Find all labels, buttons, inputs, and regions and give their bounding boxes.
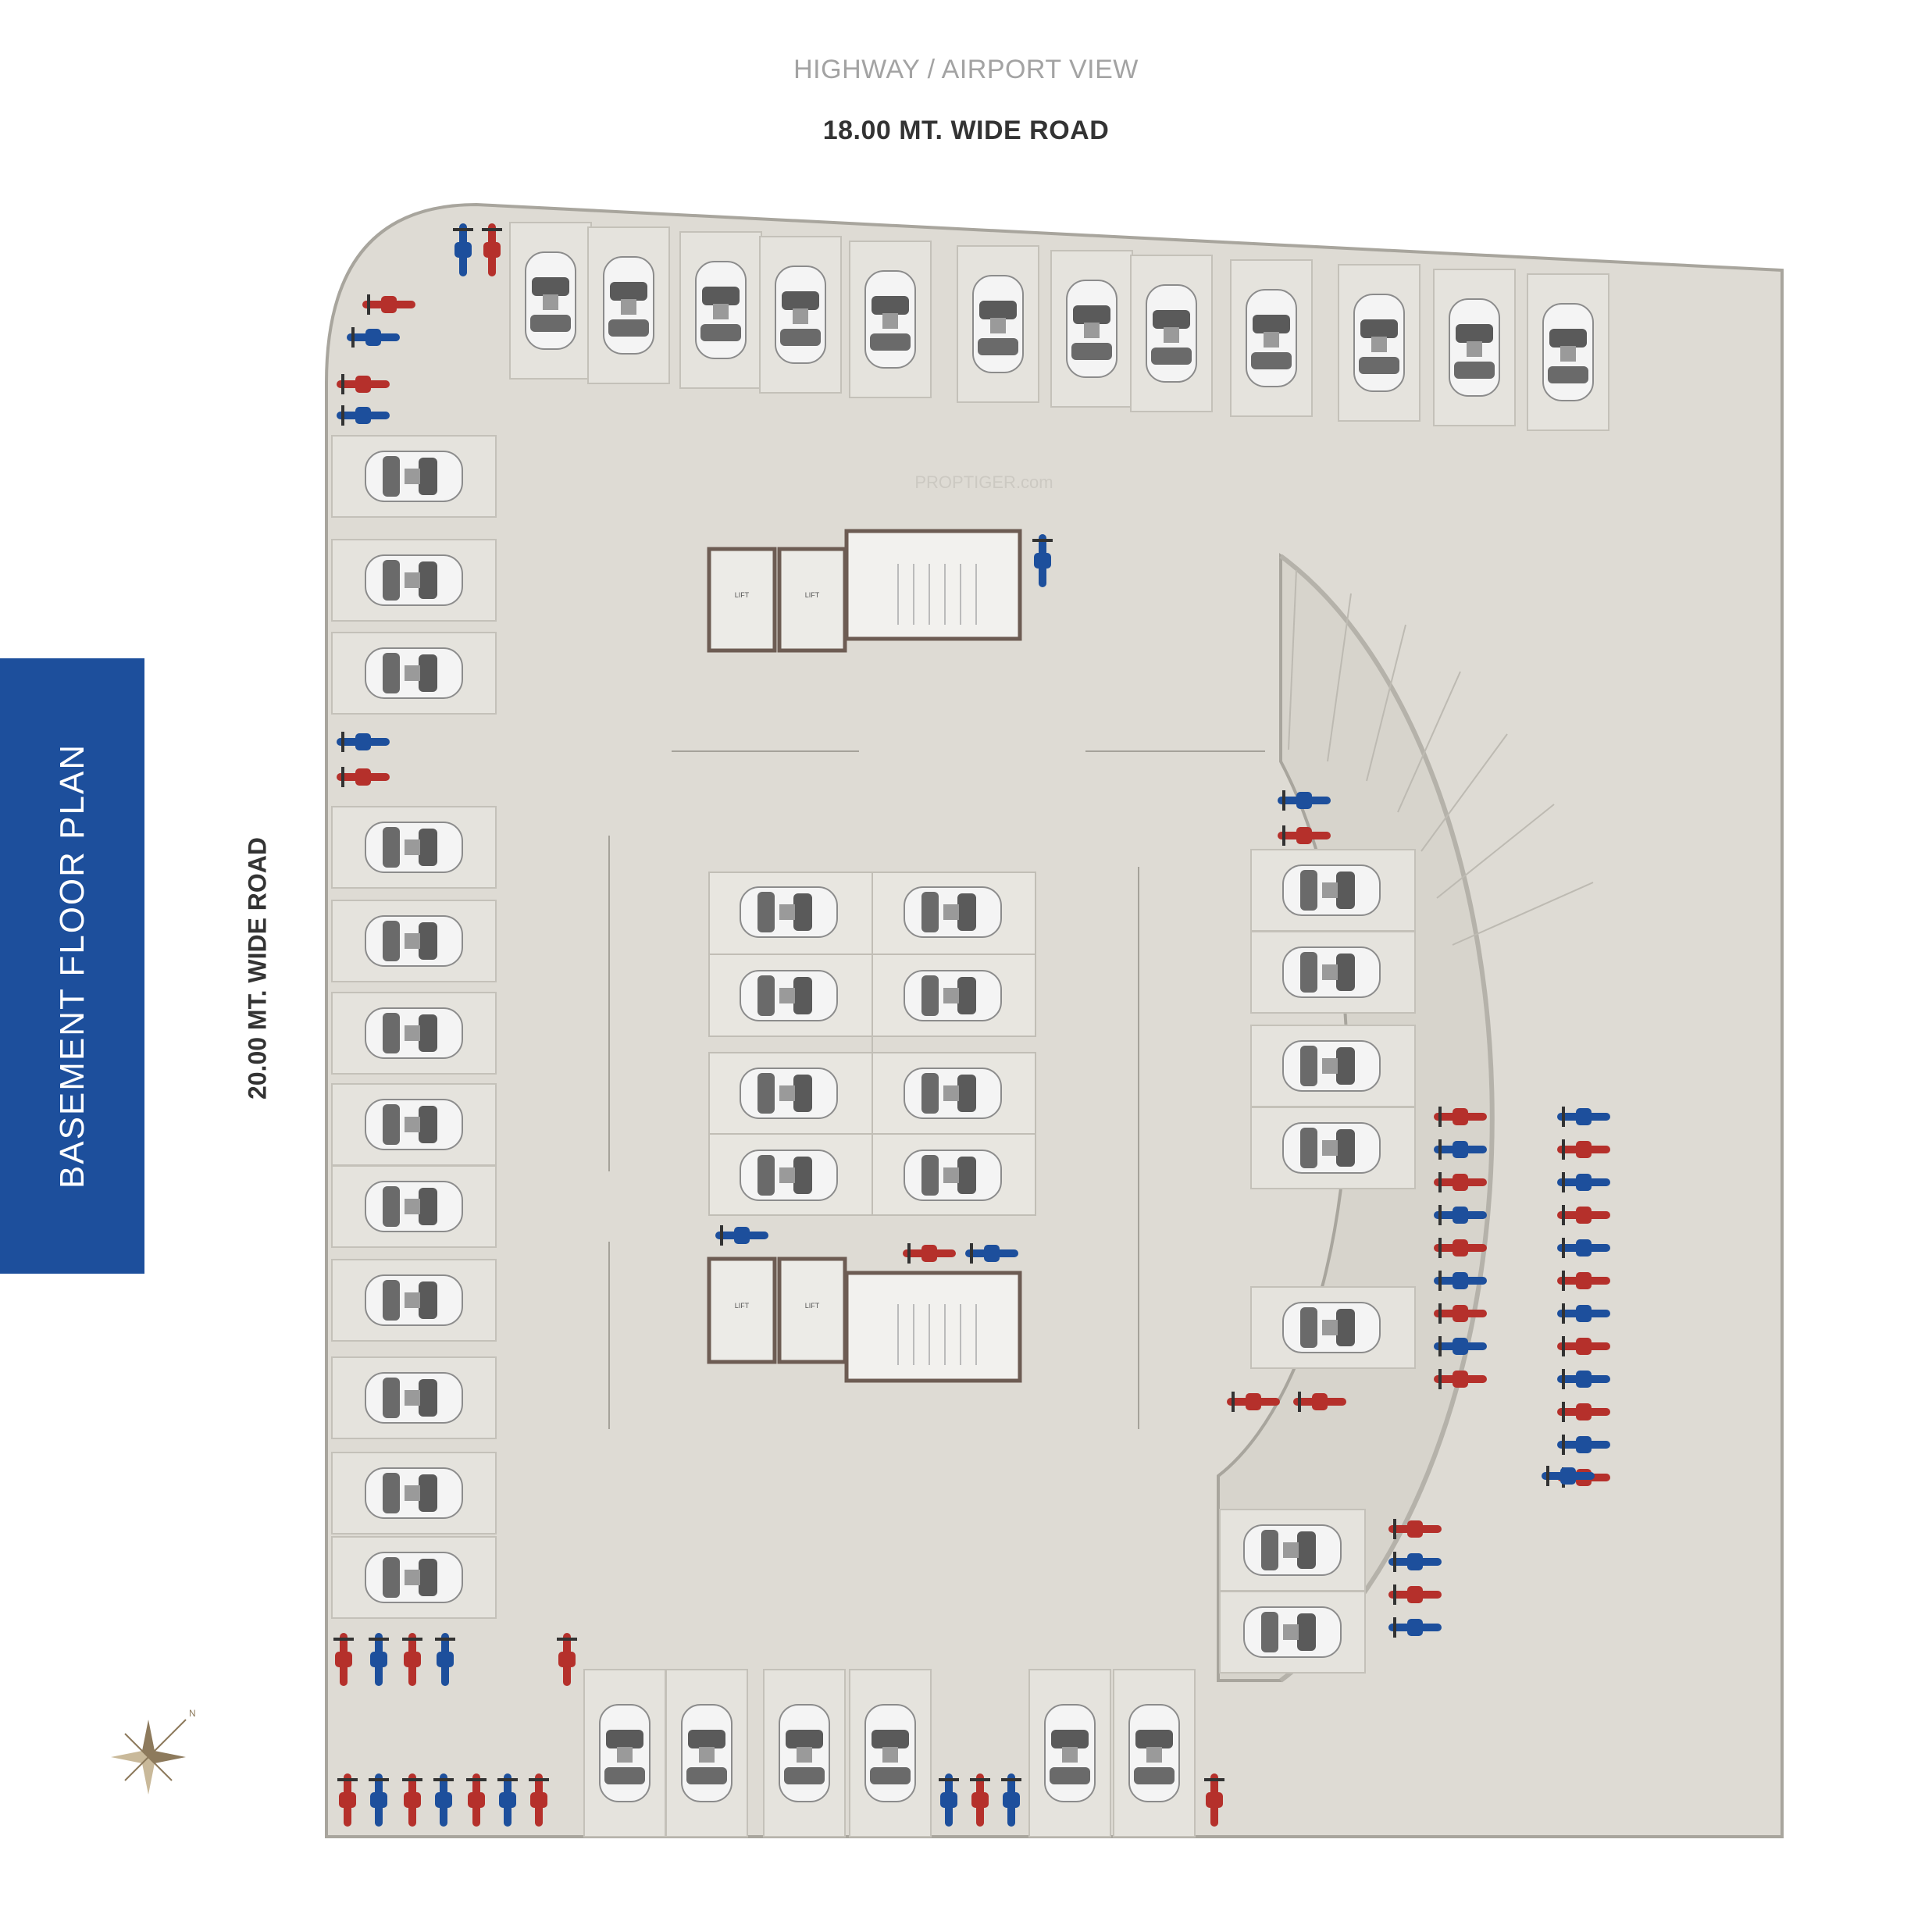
floor-plan-title-panel: BASEMENT FLOOR PLAN: [0, 658, 144, 1274]
car-icon: [365, 647, 463, 699]
car-icon: [1282, 864, 1381, 916]
lift-label: LIFT: [735, 591, 750, 599]
car-icon: [1044, 1704, 1096, 1802]
car-icon: [1128, 1704, 1180, 1802]
car-icon: [681, 1704, 733, 1802]
car-icon: [1542, 303, 1594, 401]
car-icon: [525, 251, 576, 350]
car-icon: [972, 275, 1024, 373]
car-icon: [365, 1181, 463, 1232]
car-icon: [365, 1099, 463, 1150]
car-icon: [1353, 294, 1405, 392]
car-icon: [365, 1274, 463, 1326]
lift-label: LIFT: [735, 1302, 750, 1310]
car-icon: [1146, 284, 1197, 383]
car-icon: [1282, 946, 1381, 998]
car-icon: [779, 1704, 830, 1802]
car-icon: [1282, 1302, 1381, 1353]
core-block-top: LIFT LIFT: [707, 529, 1022, 653]
car-icon: [904, 970, 1002, 1021]
car-layer: [331, 222, 1609, 1838]
car-icon: [365, 822, 463, 873]
car-icon: [740, 886, 838, 938]
view-label: HIGHWAY / AIRPORT VIEW: [793, 55, 1139, 84]
car-icon: [365, 1372, 463, 1424]
watermark: PROPTIGER.com: [914, 472, 1053, 492]
car-icon: [1246, 289, 1297, 387]
car-icon: [1282, 1122, 1381, 1174]
car-icon: [740, 1068, 838, 1119]
car-icon: [1449, 298, 1500, 397]
car-icon: [1066, 280, 1117, 378]
lift-label: LIFT: [805, 591, 820, 599]
car-icon: [599, 1704, 651, 1802]
car-icon: [864, 1704, 916, 1802]
car-icon: [740, 1150, 838, 1201]
north-compass-icon: N: [111, 1708, 196, 1795]
car-icon: [365, 451, 463, 502]
car-icon: [864, 270, 916, 369]
car-icon: [904, 1150, 1002, 1201]
car-icon: [904, 1068, 1002, 1119]
driveway-lines: [608, 750, 1265, 1429]
car-icon: [904, 886, 1002, 938]
car-icon: [365, 1007, 463, 1059]
car-icon: [740, 970, 838, 1021]
core-block-bottom: LIFT LIFT: [707, 1257, 1022, 1383]
car-icon: [1243, 1606, 1342, 1658]
basement-outline: [325, 202, 1784, 1838]
car-icon: [695, 261, 747, 359]
car-icon: [1243, 1524, 1342, 1576]
car-icon: [603, 256, 654, 355]
lift-label: LIFT: [805, 1302, 820, 1310]
car-icon: [365, 554, 463, 606]
svg-text:N: N: [189, 1708, 196, 1719]
car-icon: [775, 266, 826, 364]
car-icon: [365, 915, 463, 967]
road-label-top: 18.00 MT. WIDE ROAD: [822, 116, 1110, 145]
car-icon: [1282, 1040, 1381, 1092]
car-icon: [365, 1467, 463, 1519]
car-icon: [365, 1552, 463, 1603]
